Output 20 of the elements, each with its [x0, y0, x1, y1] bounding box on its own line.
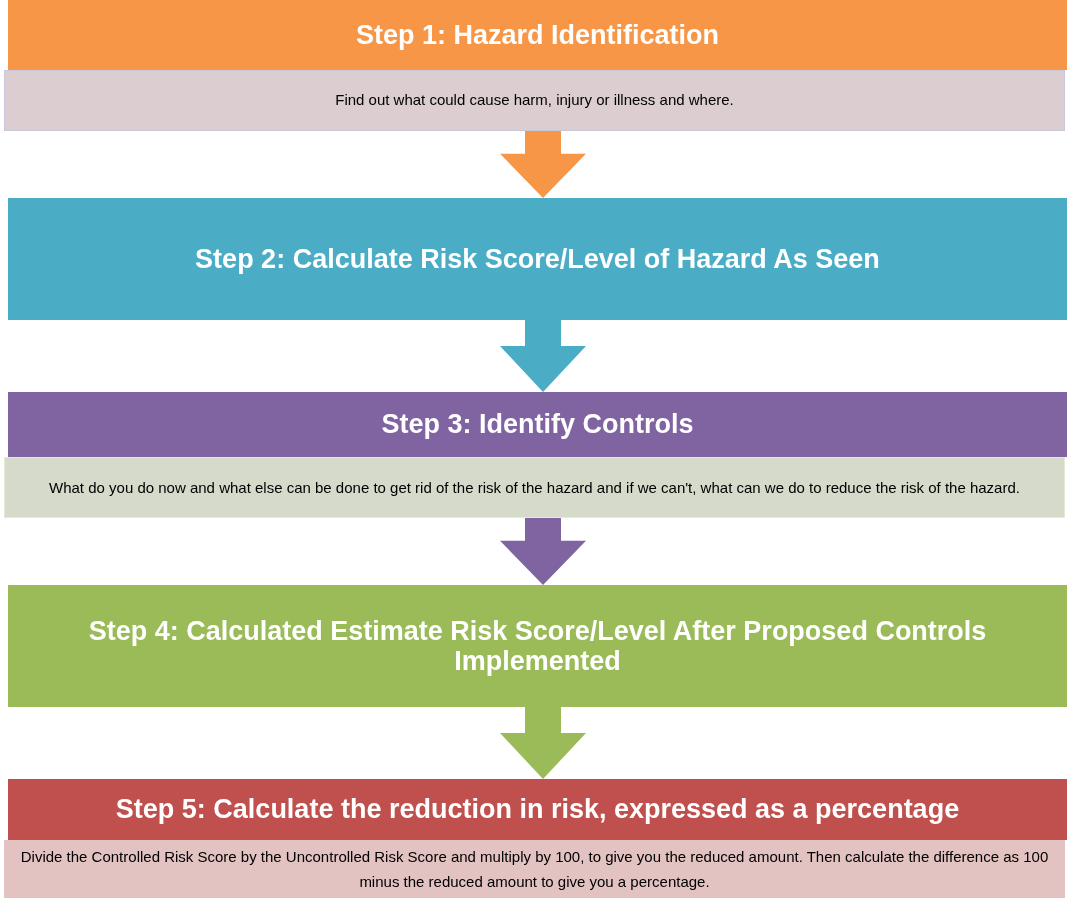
block-arrow: [500, 131, 586, 198]
step-title: Step 4: Calculated Estimate Risk Score/Level After Proposed Controls Implemented: [87, 616, 988, 676]
step-description: What do you do now and what else can be done to get rid of the risk of the hazard and if we can't, what can we do to reduce the risk of the hazard.: [49, 477, 1020, 498]
step-description: Divide the Controlled Risk Score by the Uncontrolled Risk Score and multiply by 100, to give you the reduced amount. Then calculate the difference as 100 minus the reduced amount to give you a percentage.: [20, 847, 1049, 892]
description-box: [4, 457, 1065, 518]
step-header-band: [8, 392, 1067, 457]
block-arrow: [500, 707, 586, 779]
step-header-band: [8, 779, 1067, 840]
step-header-band: [8, 585, 1067, 707]
step-title: Step 2: Calculate Risk Score/Level of Hazard As Seen: [195, 242, 880, 276]
description-box: [4, 840, 1065, 898]
block-arrow: [500, 518, 586, 585]
step-title: Step 1: Hazard Identification: [355, 18, 720, 52]
step-title: Step 5: Calculate the reduction in risk, expressed as a percentage: [115, 793, 960, 827]
step-description: Find out what could cause harm, injury or illness and where.: [335, 90, 734, 111]
block-arrow: [500, 320, 586, 392]
step-header-band: [8, 0, 1067, 70]
step-header-band: [8, 198, 1067, 320]
description-box: [4, 70, 1065, 131]
step-title: Step 3: Identify Controls: [381, 408, 694, 442]
